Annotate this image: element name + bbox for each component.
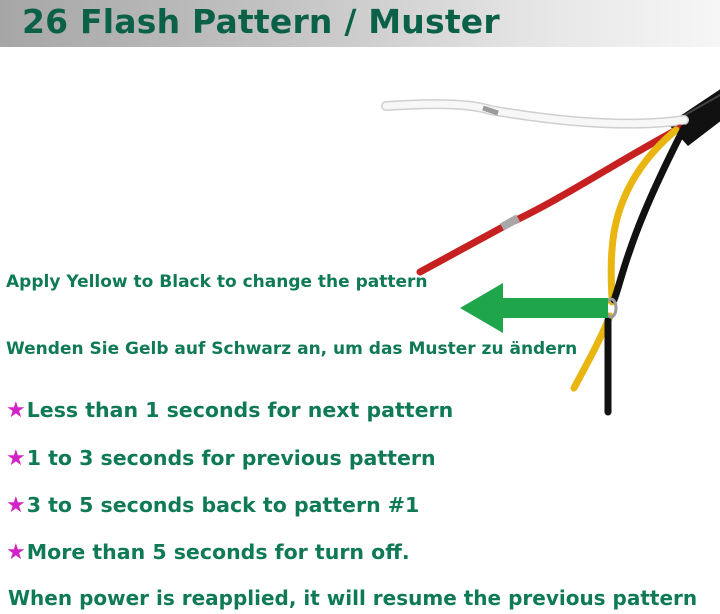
rule-item: ★Less than 1 seconds for next pattern [6,398,453,423]
red-wire-splice [500,214,520,231]
page-title: 26 Flash Pattern / Muster [22,2,500,41]
footer-note: When power is reapplied, it will resume … [8,586,698,610]
star-icon: ★ [6,446,26,471]
green-arrow-icon [460,283,608,333]
star-icon: ★ [6,493,26,518]
star-icon: ★ [6,540,26,565]
title-banner: 26 Flash Pattern / Muster [0,0,720,47]
rule-item: ★More than 5 seconds for turn off. [6,540,410,565]
rule-item: ★1 to 3 seconds for previous pattern [6,446,436,471]
rule-text: 1 to 3 seconds for previous pattern [26,446,436,470]
star-icon: ★ [6,398,26,423]
red-wire [416,124,684,276]
rule-item: ★3 to 5 seconds back to pattern #1 [6,493,419,518]
instruction-english: Apply Yellow to Black to change the patt… [6,272,428,292]
white-wire-splice [482,105,499,116]
instruction-german: Wenden Sie Gelb auf Schwarz an, um das M… [6,339,578,359]
rule-text: More than 5 seconds for turn off. [26,540,410,564]
rule-text: Less than 1 seconds for next pattern [26,398,454,422]
yellow-wire [607,126,680,306]
rule-text: 3 to 5 seconds back to pattern #1 [26,493,420,517]
black-wire [610,124,688,304]
